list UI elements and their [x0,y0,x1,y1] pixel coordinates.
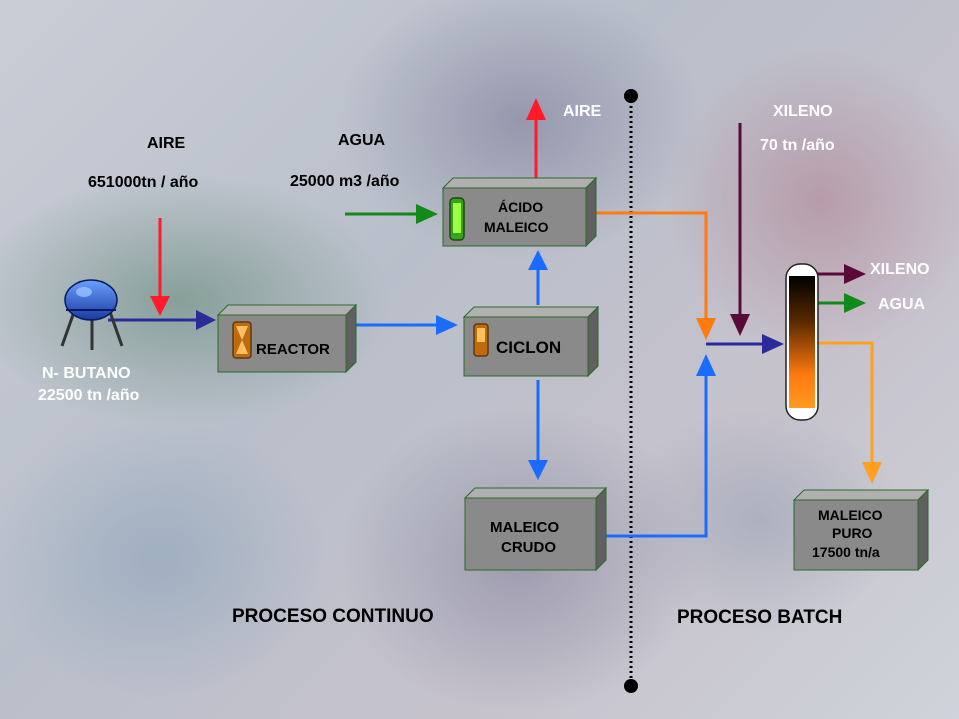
arrow-acido-batch [596,211,716,340]
arrow-xileno-in [730,123,750,336]
arrow-crudo-batch [600,354,716,538]
agua-out-label: AGUA [878,296,926,313]
puro-label-line2: PURO [832,525,873,541]
ciclon-box: CICLON [462,305,600,378]
arrow-xileno-out [816,264,866,284]
arrow-aire-out [526,98,546,178]
reactor-icon [232,321,252,359]
acido-label-line1: ÁCIDO [498,199,543,215]
absorber-icon [449,197,465,241]
xileno-in-label: XILENO [773,103,833,120]
crudo-label-line2: CRUDO [501,539,556,556]
nbutano-flow: 22500 tn /año [38,387,140,404]
reactor-label: REACTOR [256,341,330,358]
process-divider [624,89,638,693]
nbutano-tank-icon [60,279,124,350]
aire-in-label: AIRE [147,135,186,152]
puro-label-line1: MALEICO [818,507,883,523]
agua-in-label: AGUA [338,132,386,149]
arrow-junction-column [706,334,784,354]
acido-maleico-box: ÁCIDO MALEICO [441,176,598,248]
arrow-agua-out [816,293,866,313]
arrow-agua-in [345,204,438,224]
nbutano-label: N- BUTANO [42,365,131,382]
arrow-ciclon-acido [528,250,548,305]
arrow-ciclon-crudo [528,380,548,480]
arrow-reactor-ciclon [352,315,458,335]
ciclon-label: CICLON [496,338,561,357]
xileno-out-label: XILENO [870,261,930,278]
arrow-column-puro [816,341,882,484]
puro-label-line3: 17500 tn/a [812,544,880,560]
arrow-aire-in [150,218,170,316]
maleico-crudo-box: MALEICO CRUDO [463,486,608,572]
crudo-label-line1: MALEICO [490,519,559,536]
ciclon-icon [473,323,489,357]
aire-in-flow: 651000tn / año [88,174,199,191]
proceso-continuo-label: PROCESO CONTINUO [232,606,434,627]
maleico-puro-box: MALEICO PURO 17500 tn/a [792,488,930,572]
reactor-box: REACTOR [216,303,358,374]
agua-in-flow: 25000 m3 /año [290,173,400,190]
xileno-in-flow: 70 tn /año [760,137,835,154]
acido-label-line2: MALEICO [484,219,549,235]
distillation-column-icon [785,263,819,421]
arrow-nbutano-reactor [108,310,216,330]
proceso-batch-label: PROCESO BATCH [677,607,842,628]
aire-out-label: AIRE [563,103,602,120]
